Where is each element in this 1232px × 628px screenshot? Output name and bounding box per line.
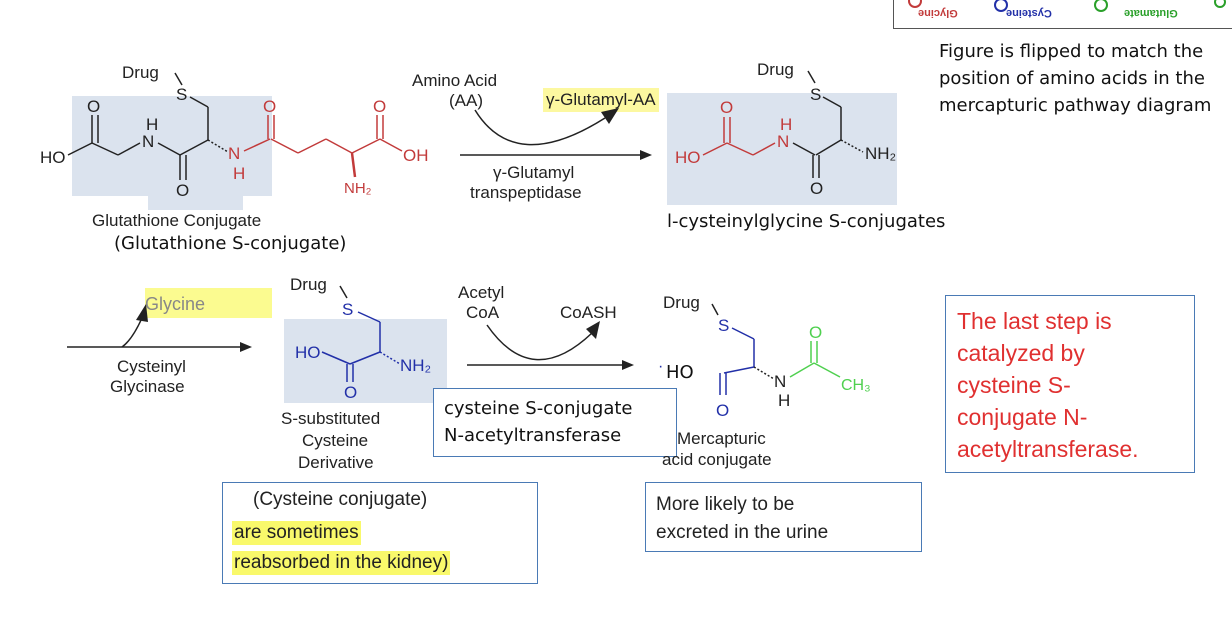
glycine-label: Glycine: [145, 294, 206, 314]
coash-label: CoASH: [560, 303, 617, 322]
legend-cysteine-marker: [994, 0, 1008, 12]
glutathione-cys-shade: [72, 96, 272, 196]
cysteinylglycine-structure: Drug S NH₂ HO O N H O: [675, 60, 896, 198]
atom-o: O: [87, 97, 100, 116]
callout-line2: catalyzed by: [957, 340, 1085, 366]
atom-h: H: [780, 115, 792, 134]
atom-s: S: [718, 316, 729, 335]
cysteine-derivative-structure: Drug S NH₂ HO O: [290, 275, 431, 402]
acid-conjugate-label: acid conjugate: [662, 450, 772, 469]
atom-ch3: CH₃: [841, 377, 871, 394]
n-acetyltransferase-box: cysteine S-conjugate N-acetyltransferase: [433, 388, 677, 457]
atom-n: N: [774, 372, 786, 391]
gamma-glutamyl-aa-label: γ-Glutamyl-AA: [543, 88, 659, 112]
glutathione-structure: Drug S HO O N H O N H O NH₂ O OH: [40, 63, 429, 200]
cysteinylglycine-label: l-cysteinylglycine S-conjugates: [667, 211, 946, 232]
note-reabsorbed: reabsorbed in the kidney): [232, 551, 451, 575]
excreted-note: More likely to be excreted in the urine: [645, 482, 922, 552]
atom-o: O: [716, 401, 729, 420]
glutathione-conjugate-label: Glutathione Conjugate: [92, 211, 262, 230]
atom-o: O: [720, 98, 733, 117]
atom-o: O: [373, 97, 386, 116]
atom-h: H: [778, 391, 790, 410]
legend-cysteine-label: Cysteine: [1006, 7, 1052, 19]
atom-drug: Drug: [122, 63, 159, 82]
glutathione-s-conjugate-label: (Glutathione S-conjugate): [114, 233, 347, 254]
step3-arrow: [467, 321, 634, 370]
atom-nh2: NH₂: [344, 180, 372, 197]
atom-n: N: [228, 144, 240, 163]
atom-ho-black: HO: [666, 362, 694, 383]
callout-line3: cysteine S-: [957, 372, 1071, 398]
atom-s: S: [810, 85, 821, 104]
atom-n: N: [777, 132, 789, 151]
coa-label: CoA: [466, 303, 500, 322]
atom-drug: Drug: [290, 275, 327, 294]
mercapturic-acid-structure: Drug S N H O CH₃ · · O: [658, 293, 871, 420]
legend-glycine-marker: [908, 0, 922, 8]
atom-drug: Drug: [663, 293, 700, 312]
step1-arrow: [460, 108, 652, 160]
cysteinylglycine-shade: [667, 93, 897, 205]
atom-s: S: [342, 300, 353, 319]
legend-strip: Glycine Cysteine Glutamate: [893, 0, 1232, 29]
cysteinyl-label: Cysteinyl: [117, 357, 186, 376]
cysteine-label: Cysteine: [302, 431, 369, 450]
transpeptidase-label: transpeptidase: [470, 183, 582, 202]
note-cysteine-conjugate: (Cysteine conjugate): [253, 489, 428, 510]
amino-acid-label: Amino Acid: [412, 71, 498, 90]
note-more-likely: More likely to be: [656, 494, 795, 515]
atom-h: H: [146, 115, 158, 134]
last-step-callout: The last step is catalyzed by cysteine S…: [945, 295, 1195, 473]
atom-ho: HO: [295, 343, 321, 362]
atom-o: O: [809, 323, 822, 342]
atom-o: O: [176, 181, 189, 200]
gamma-glutamyl-label: γ-Glutamyl: [493, 163, 575, 182]
enzyme-line1: cysteine S-conjugate: [444, 398, 633, 419]
ho-label-box: HO: [664, 362, 696, 383]
cysteine-derivative-shade: [284, 319, 447, 403]
atom-h: H: [233, 164, 245, 183]
atom-o: O: [344, 383, 357, 402]
atom-o: O: [810, 179, 823, 198]
callout-line5: acetyltransferase.: [957, 436, 1139, 462]
aa-label: (AA): [449, 91, 483, 110]
step2-arrow: [67, 304, 252, 352]
atom-ho: HO: [675, 148, 701, 167]
callout-line4: conjugate N-: [957, 404, 1088, 430]
atom-oh: OH: [403, 146, 429, 165]
atom-s: S: [176, 85, 187, 104]
glutathione-cys-shade-tail: [148, 196, 243, 210]
callout-line1: The last step is: [957, 308, 1112, 334]
atom-o: O: [263, 97, 276, 116]
atom-ho: HO: [40, 148, 66, 167]
enzyme-line2: N-acetyltransferase: [444, 425, 622, 446]
legend-extra-marker: [1214, 0, 1226, 8]
glycinase-label: Glycinase: [110, 377, 185, 396]
legend-glutamate-marker: [1094, 0, 1108, 12]
acetyl-label: Acetyl: [458, 283, 505, 302]
legend-glutamate-label: Glutamate: [1124, 7, 1178, 19]
note-excreted: excreted in the urine: [656, 522, 829, 543]
atom-drug: Drug: [757, 60, 794, 79]
atom-n: N: [142, 132, 154, 151]
atom-nh2: NH₂: [865, 144, 896, 163]
glycine-highlight: [145, 288, 272, 318]
atom-nh2: NH₂: [400, 356, 431, 375]
legend-glycine-label: Glycine: [918, 7, 958, 19]
s-substituted-label: S-substituted: [281, 409, 381, 428]
figure-note: Figure is flipped to match the position …: [939, 41, 1212, 116]
mercapturic-label: Mercapturic: [677, 429, 766, 448]
note-sometimes: are sometimes: [232, 521, 361, 545]
cysteine-conjugate-note: (Cysteine conjugate) are sometimes reabs…: [222, 482, 538, 584]
derivative-label: Derivative: [298, 453, 374, 472]
